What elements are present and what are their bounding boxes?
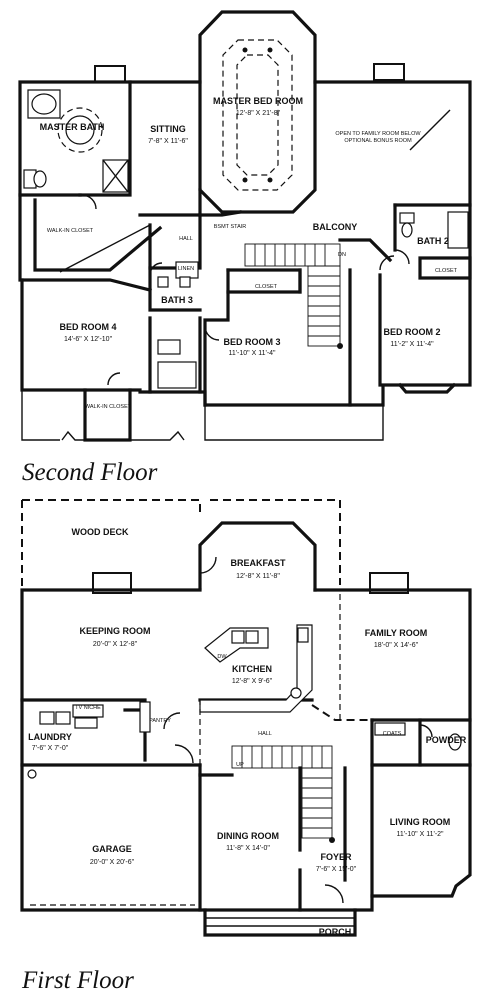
second-floor-title: Second Floor [22, 459, 158, 486]
bath3-wall [148, 266, 202, 312]
room-name: BED ROOM 4 [59, 322, 116, 332]
room-name: SITTING [150, 124, 186, 134]
vanity [65, 115, 95, 145]
room-name: POWDER [426, 735, 467, 745]
room-name: COATS [383, 731, 402, 737]
tray-ceiling [222, 39, 293, 191]
tray-ceiling-inner [236, 54, 279, 176]
laundry-wall [20, 698, 147, 762]
first-floor-title: First Floor [21, 967, 134, 994]
room-name: HALL [258, 731, 272, 737]
room-name: WALK-IN CLOSET [85, 404, 132, 410]
fixture-label: PANTRY [149, 718, 171, 724]
room-name: MASTER BED ROOM [213, 96, 303, 106]
room-name: LINEN [178, 266, 194, 272]
room-name: HALL [179, 236, 193, 242]
room-dimensions: 11'-10" X 11'-2" [396, 831, 444, 838]
stair-direction: DN [338, 252, 346, 258]
room-name: DINING ROOM [217, 831, 279, 841]
second-floor-stair [244, 243, 343, 349]
room-dimensions: 20'-0" X 20'-6" [90, 859, 135, 866]
room-name: LIVING ROOM [390, 817, 451, 827]
closet-label: CLOSET [255, 284, 278, 290]
pantry [139, 701, 151, 733]
master-bedroom-bay [198, 80, 317, 214]
closet-label: CLOSET [435, 268, 458, 274]
room-name: MASTER BATH [40, 122, 105, 132]
room-dimensions: 20'-0" X 12'-8" [93, 641, 138, 648]
room-name: BATH 2 [417, 236, 449, 246]
room-name: BSMT STAIR [214, 224, 247, 230]
closet-wall [33, 198, 163, 272]
room-dimensions: 11'-8" X 14'-0" [226, 845, 270, 852]
balcony-rail [338, 238, 393, 263]
room-name: KEEPING ROOM [79, 626, 150, 636]
room-dimensions: 7'-6" X 7'-0" [32, 745, 69, 752]
room-name: BED ROOM 3 [223, 337, 280, 347]
room-dimensions: 11'-2" X 11'-4" [390, 341, 434, 348]
first-floor-plan [20, 499, 472, 937]
room-name: GARAGE [92, 844, 132, 854]
bedroom4-wall [20, 278, 152, 292]
room-dimensions: 7'-8" X 11'-6" [148, 138, 188, 145]
room-dimensions: 7'-6" X 15'-0" [316, 866, 357, 873]
room-name: BALCONY [313, 222, 358, 232]
room-name: BED ROOM 2 [383, 327, 440, 337]
tub [447, 211, 469, 249]
room-dimensions: 12'-8" X 11'-8" [236, 573, 280, 580]
breakfast-bay [198, 521, 317, 592]
room-dimensions: 18'-0" X 14'-6" [374, 642, 419, 649]
room-name: FAMILY ROOM [365, 628, 428, 638]
chimney-vent [94, 65, 126, 83]
room-name: PORCH [319, 927, 352, 937]
tv-niche [72, 704, 104, 718]
room-name-part: MASTER BATH [40, 122, 105, 132]
wall [138, 188, 202, 217]
linen-wall [148, 213, 202, 270]
room-dimensions: 12'-8" X 9'-6" [232, 678, 273, 685]
room-name: WALK-IN CLOSET [47, 228, 94, 234]
room-name: BATH 3 [161, 295, 193, 305]
walk-in-closet-wall [83, 388, 132, 442]
room-name: FOYER [320, 852, 352, 862]
room-name: LAUNDRY [28, 732, 72, 742]
chimney-vent [373, 63, 405, 81]
room-name: BREAKFAST [230, 558, 286, 568]
master-bath-wall [78, 80, 132, 197]
second-floor-outer-wall [18, 10, 472, 407]
room-dimensions: 14'-6" X 12'-10" [64, 336, 113, 343]
tub [157, 361, 197, 389]
second-floor-plan [18, 10, 472, 442]
fixture-label: TV NICHE [75, 705, 101, 711]
bay-window [397, 382, 457, 394]
closet-wall [418, 256, 472, 280]
fixture-label: DW [217, 654, 227, 660]
room-name: KITCHEN [232, 664, 272, 674]
wood-deck-outline [21, 499, 341, 590]
room-note: OPTIONAL BONUS ROOM [344, 138, 412, 144]
room-name: WOOD DECK [72, 527, 129, 537]
wall [198, 210, 242, 217]
first-floor-labels: WOOD DECK BREAKFAST 12'-8" X 11'-8" KEEP… [21, 527, 467, 994]
room-note: OPEN TO FAMILY ROOM BELOW [335, 131, 421, 137]
chimney [92, 572, 132, 594]
dashed-line [311, 704, 372, 721]
first-floor-stair [231, 745, 335, 843]
stair-direction: UP [236, 762, 244, 768]
room-dimensions: 12'-8" X 21'-8" [236, 110, 281, 117]
chimney [369, 572, 409, 594]
bedroom3-wall [203, 268, 230, 407]
room-dimensions: 11'-10" X 11'-4" [228, 350, 276, 357]
second-floor-labels: MASTER BED ROOM 12'-8" X 21'-8" MASTER B… [22, 96, 458, 486]
